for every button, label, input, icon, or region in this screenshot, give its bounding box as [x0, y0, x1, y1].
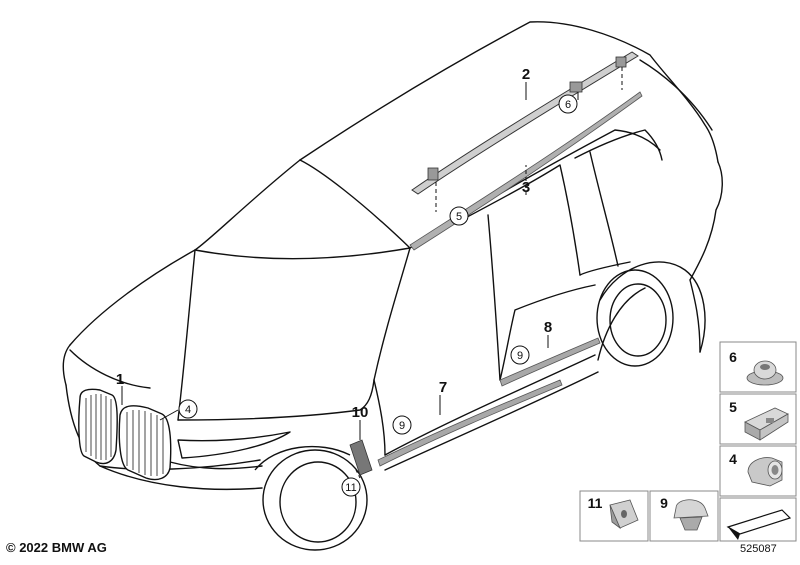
callout-2: 2 — [522, 66, 530, 83]
callout-9-lower: 9 — [399, 420, 405, 432]
circled-callouts: 4 5 6 9 9 11 — [178, 94, 578, 497]
callout-4: 4 — [185, 404, 191, 416]
nut-clip-icon — [609, 499, 639, 530]
callout-10: 10 — [352, 404, 369, 421]
document-number: 525087 — [740, 543, 777, 555]
legend-label-9: 9 — [660, 495, 668, 511]
callout-3: 3 — [522, 179, 530, 196]
rear-wheel — [596, 269, 674, 367]
parts-legend: 6 5 4 11 — [579, 341, 797, 542]
legend-label-6: 6 — [729, 349, 737, 365]
callout-6: 6 — [565, 99, 571, 111]
nut-icon — [746, 360, 784, 386]
copyright-notice: © 2022 BMW AG — [6, 540, 107, 555]
callout-8: 8 — [544, 319, 552, 336]
callout-1: 1 — [116, 371, 124, 388]
leader-lines — [121, 67, 623, 479]
clip-bracket-icon — [744, 407, 789, 441]
plug-icon — [747, 457, 783, 487]
side-sill-trim — [377, 337, 601, 467]
front-wheel — [254, 445, 368, 551]
callout-5: 5 — [456, 211, 462, 223]
legend-label-11: 11 — [588, 495, 603, 511]
callout-9-upper: 9 — [517, 350, 523, 362]
fender-trim — [349, 439, 373, 476]
kidney-grille — [78, 388, 172, 481]
roof-rail — [411, 51, 639, 195]
arrow-icon — [726, 509, 792, 540]
vehicle-outline — [62, 21, 723, 491]
legend-label-5: 5 — [729, 399, 737, 415]
callout-labels: 1 2 3 7 8 10 — [116, 66, 552, 421]
callout-11: 11 — [345, 482, 356, 494]
callout-7: 7 — [439, 379, 447, 396]
push-clip-icon — [673, 499, 709, 531]
legend-label-4: 4 — [729, 451, 737, 467]
